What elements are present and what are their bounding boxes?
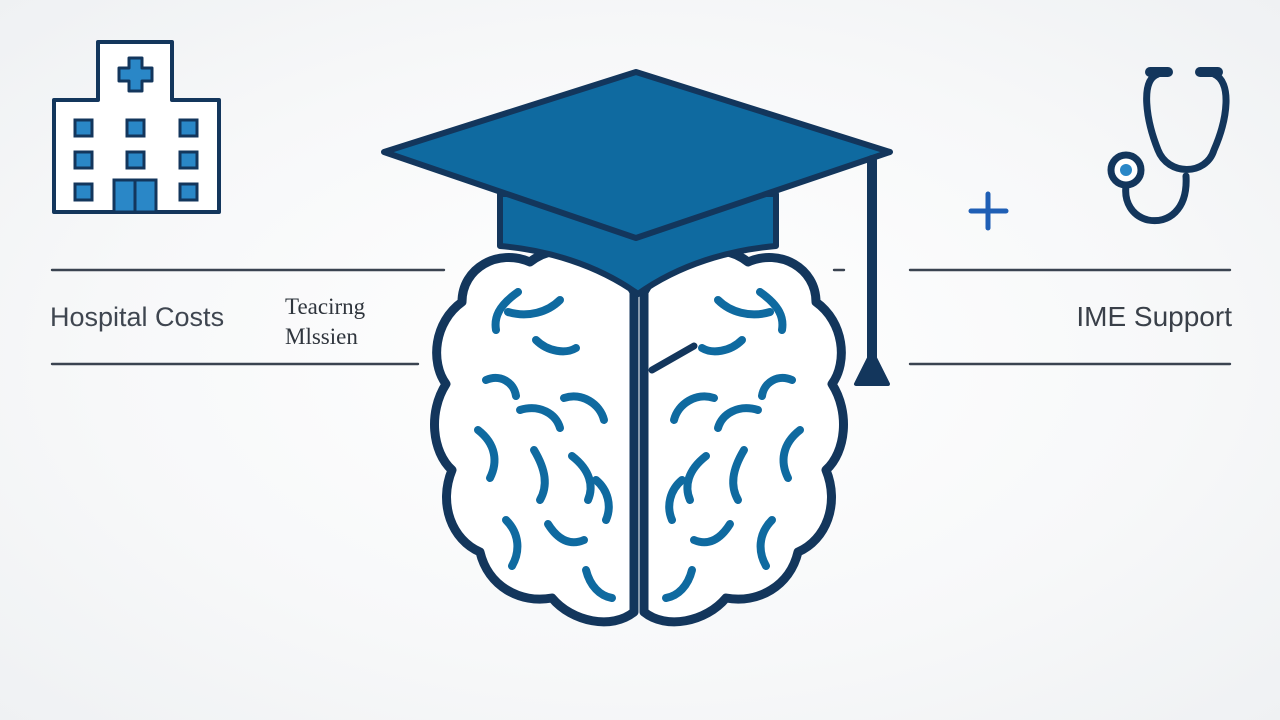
teaching-mission-label: Teacirng Mlssien [285, 292, 365, 352]
teaching-mission-line1: Teacirng [285, 294, 366, 319]
hospital-icon [52, 40, 221, 214]
brain-left-hemisphere [430, 245, 639, 627]
brain-with-graduation-cap-icon [381, 69, 893, 627]
divider-lines [50, 268, 1232, 366]
stethoscope-icon [1107, 67, 1230, 225]
plus-icon [968, 191, 1009, 231]
teaching-mission-line2: Mlssien [285, 324, 358, 349]
brain-right-hemisphere [639, 245, 848, 627]
hospital-costs-label: Hospital Costs [50, 302, 225, 332]
ime-support-label: IME Support [1076, 301, 1232, 332]
